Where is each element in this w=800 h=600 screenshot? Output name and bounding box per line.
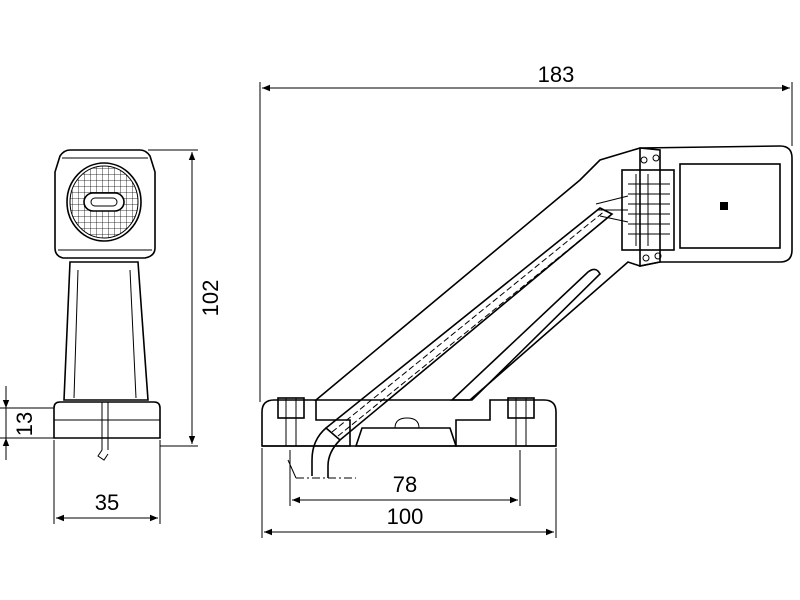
front-view [53,149,161,461]
dim-label-mount-spacing: 78 [393,472,417,497]
dim-label-base-length: 100 [387,504,424,529]
dimension-front-width: 35 [53,440,161,524]
dimension-height: 102 [148,149,223,447]
dimension-mount-spacing: 78 [289,450,521,506]
side-section-view [261,145,793,479]
dim-label-height: 102 [198,280,223,317]
dimension-base-height: 13 [0,386,54,460]
dim-label-front-width: 35 [95,490,119,515]
dim-label-base-height: 13 [12,412,37,436]
dimension-overall-length: 183 [259,62,793,402]
dim-label-overall-length: 183 [538,62,575,87]
dimension-base-length: 100 [261,448,557,538]
